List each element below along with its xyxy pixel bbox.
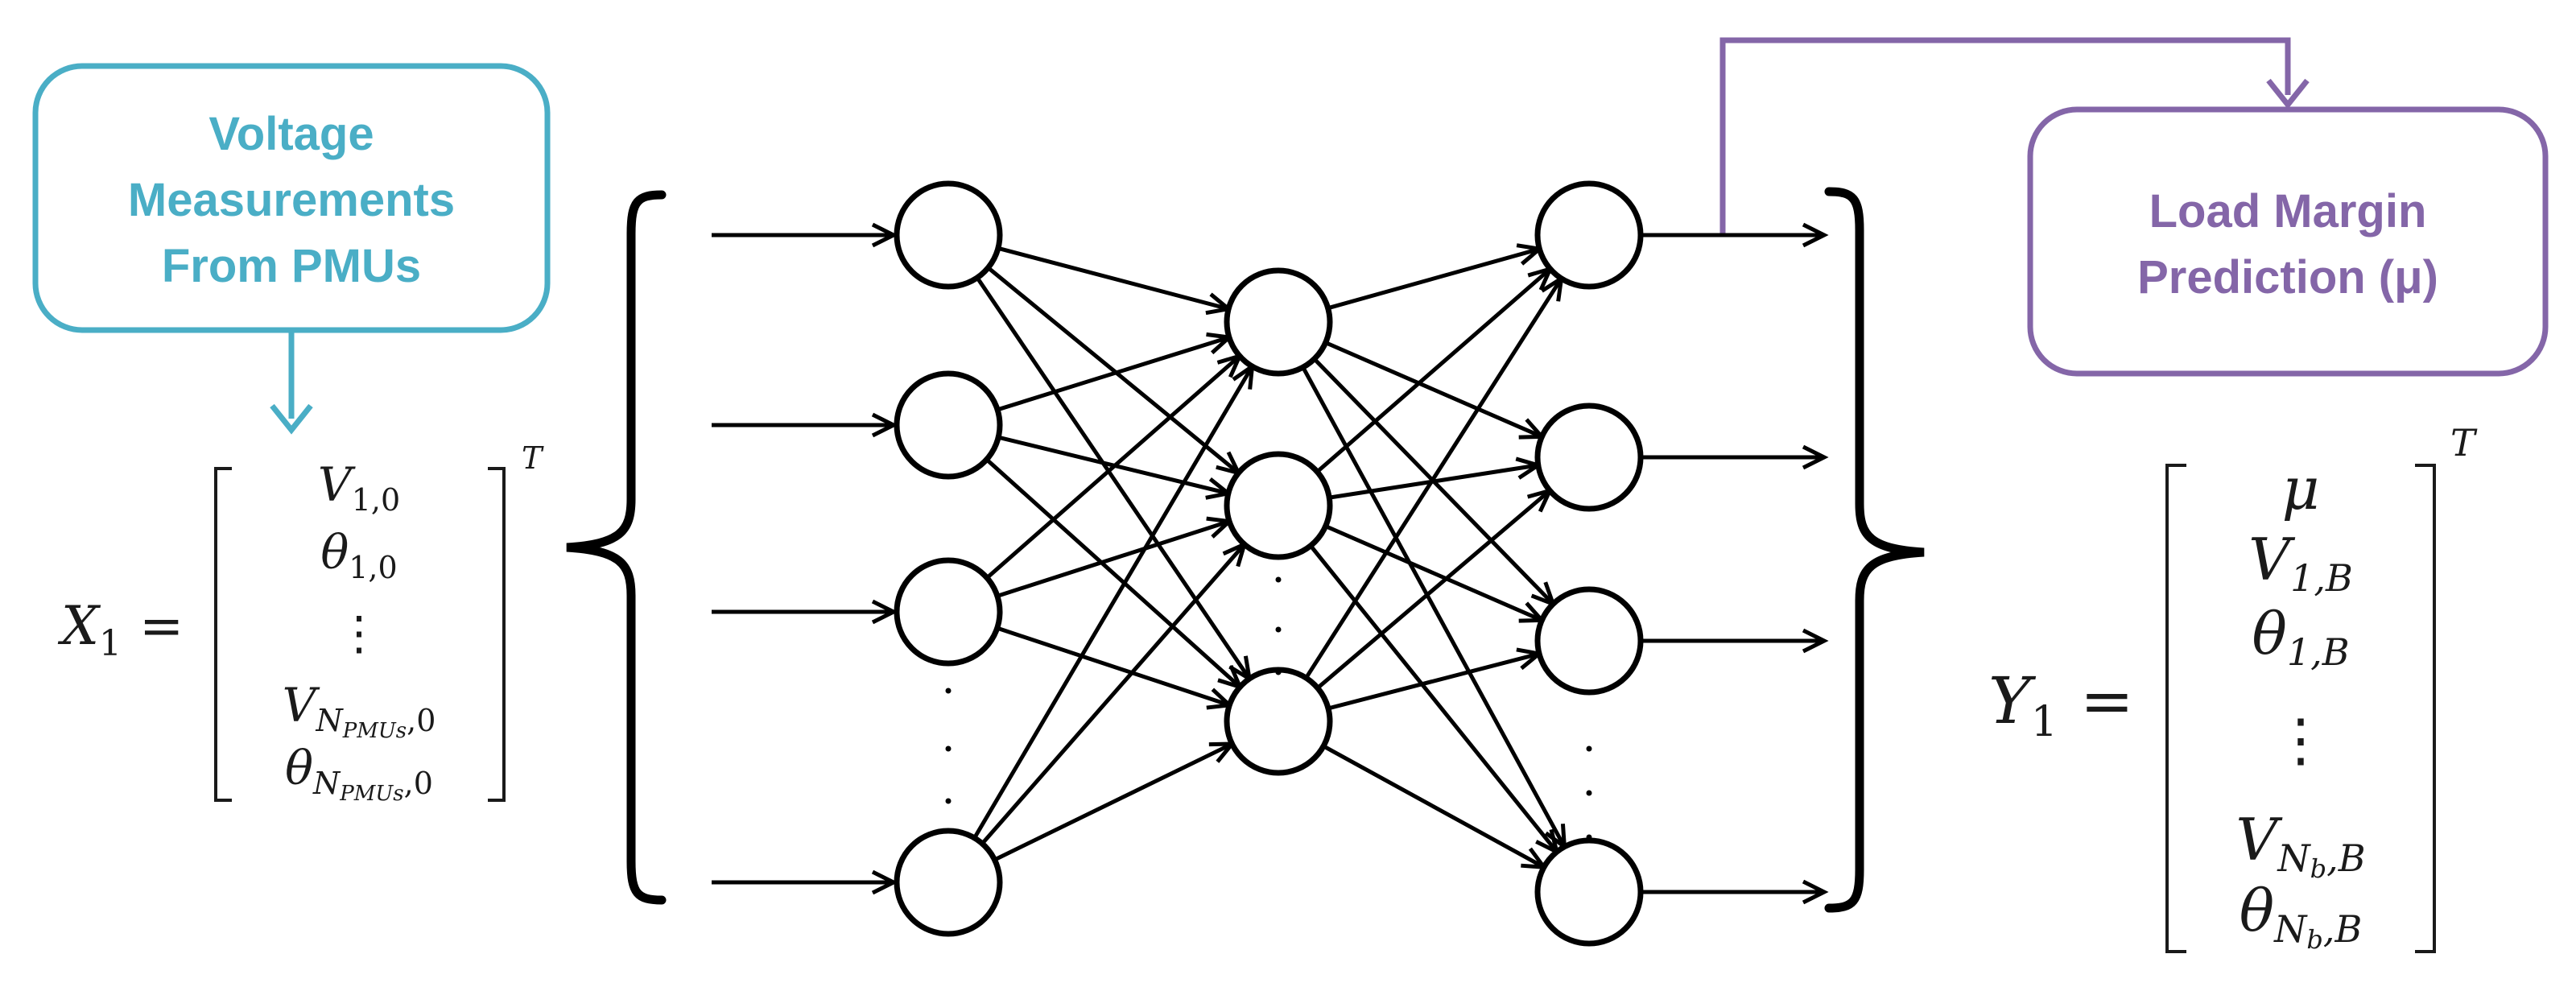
output-layer-node-2 xyxy=(1534,586,1644,696)
edge-l0-0-1 xyxy=(986,266,1241,475)
edge-l0-0-2 xyxy=(975,276,1252,680)
output-entry-theta1b: θ1,B xyxy=(2252,600,2349,674)
input-vector: X1= T V1,0 θ1,0 ⋮ VNPMUs,0 θNPMUs,0 xyxy=(57,440,544,806)
output-entry-thetanb: θNb,B xyxy=(2240,877,2363,955)
edge-l0-3-1 xyxy=(980,543,1246,845)
hidden-layer-ellipsis-dot-1 xyxy=(1275,626,1282,633)
hidden-layer-ellipsis-dot-0 xyxy=(1275,576,1282,583)
input-layer-node-3 xyxy=(894,828,1003,937)
edge-l1-0-0 xyxy=(1327,246,1541,311)
input-box-line-3: From PMUs xyxy=(162,240,421,292)
edge-l0-1-2 xyxy=(985,457,1242,689)
edge-l1-1-0 xyxy=(1315,267,1552,473)
edge-l0-3-2 xyxy=(993,741,1233,862)
input-vector-transpose: T xyxy=(522,440,544,476)
output-arrow-3-head xyxy=(1802,879,1829,905)
input-entry-vdots: ⋮ xyxy=(336,605,382,660)
output-entry-vdots: ⋮ xyxy=(2272,706,2330,774)
edge-l1-0-3 xyxy=(1301,365,1567,849)
input-layer-ellipsis-dot-1 xyxy=(945,745,952,752)
output-layer-ellipsis-dot-0 xyxy=(1586,745,1592,752)
output-entry-vnb: VNb,B xyxy=(2235,806,2365,884)
input-vector-lhs: X1= xyxy=(57,595,184,664)
output-layer-ellipsis-dot-2 xyxy=(1586,834,1592,840)
output-vector: Y1= T μ V1,B θ1,B ⋮ VNb,B θNb,B xyxy=(1988,421,2478,955)
edge-l1-1-3 xyxy=(1309,544,1558,853)
output-layer-node-3 xyxy=(1534,837,1644,947)
right-brace xyxy=(1824,187,1925,913)
input-entry-thetan: θNPMUs,0 xyxy=(285,741,433,806)
input-box-line-2: Measurements xyxy=(128,174,455,226)
output-connector xyxy=(1719,37,2291,233)
output-connector-arrowhead xyxy=(2266,78,2310,109)
network xyxy=(712,180,1829,947)
input-box-arrowhead xyxy=(270,403,313,435)
input-vector-right-bracket xyxy=(488,467,506,802)
hidden-layer-node-2 xyxy=(1224,667,1333,776)
edge-l0-1-0 xyxy=(997,335,1230,412)
edge-l0-2-0 xyxy=(985,354,1241,580)
input-layer-ellipsis-dot-2 xyxy=(945,798,952,804)
edge-l0-2-1 xyxy=(997,519,1230,598)
output-vector-lhs: Y1= xyxy=(1988,663,2134,746)
hidden-layer-node-1 xyxy=(1224,451,1333,560)
output-vector-transpose: T xyxy=(2450,421,2478,465)
output-box-line-2: Prediction (μ) xyxy=(2137,251,2438,304)
edge-l0-3-0 xyxy=(972,365,1254,840)
input-arrow-3-head xyxy=(871,869,898,895)
edge-l1-2-3 xyxy=(1322,744,1546,869)
output-box: Load Margin Prediction (μ) xyxy=(1719,37,2549,377)
hidden-layer-ellipsis-dot-2 xyxy=(1275,669,1282,675)
edge-l0-0-0 xyxy=(997,246,1229,312)
output-layer-node-0 xyxy=(1534,180,1644,290)
output-layer-node-1 xyxy=(1534,403,1644,512)
input-layer-node-1 xyxy=(894,370,1003,480)
input-arrow-2-head xyxy=(871,599,898,625)
output-arrow-2-head xyxy=(1802,628,1829,654)
output-layer-ellipsis-dot-1 xyxy=(1586,790,1592,796)
edge-l1-2-2 xyxy=(1327,651,1540,711)
input-entry-v10: V1,0 xyxy=(318,457,400,518)
hidden-layer-node-0 xyxy=(1224,267,1333,377)
output-vector-left-bracket xyxy=(2165,464,2186,953)
input-vector-left-bracket xyxy=(214,467,232,802)
output-arrow-1-head xyxy=(1802,444,1829,470)
input-layer-node-0 xyxy=(894,180,1003,290)
edge-l0-2-2 xyxy=(996,626,1231,708)
output-entry-mu: μ xyxy=(2282,455,2320,522)
input-entry-vn: VNPMUs,0 xyxy=(283,678,436,743)
output-box-line-1: Load Margin xyxy=(2149,185,2427,237)
input-layer-ellipsis-dot-0 xyxy=(945,688,952,694)
input-layer-node-2 xyxy=(894,557,1003,667)
input-box-line-1: Voltage xyxy=(208,108,374,160)
left-brace xyxy=(566,190,667,905)
output-vector-right-bracket xyxy=(2415,464,2436,953)
edge-l1-0-1 xyxy=(1324,341,1543,439)
output-arrow-0-head xyxy=(1802,222,1829,248)
input-arrow-1-head xyxy=(871,412,898,438)
output-entry-v1b: V1,B xyxy=(2248,526,2353,600)
input-arrow-0-head xyxy=(871,222,898,248)
edge-l1-2-1 xyxy=(1316,489,1551,690)
output-box-frame xyxy=(2027,106,2549,377)
input-box: Voltage Measurements From PMUs xyxy=(32,63,551,435)
edge-l1-1-2 xyxy=(1324,524,1543,622)
edge-l1-2-0 xyxy=(1304,277,1563,679)
input-entry-theta10: θ1,0 xyxy=(320,525,397,585)
